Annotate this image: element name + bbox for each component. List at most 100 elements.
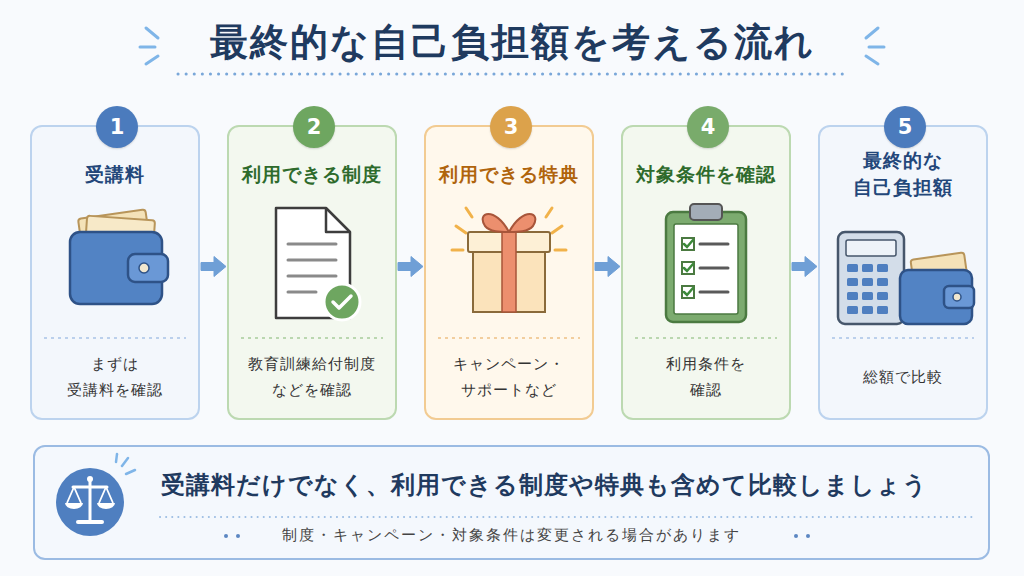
check-mark: [684, 264, 693, 271]
document-fold: [326, 208, 350, 232]
scale-pan: [97, 503, 115, 509]
calculator-key: [847, 278, 858, 286]
step-number: 3: [490, 106, 532, 148]
step-heading: 利用できる特典: [434, 151, 584, 197]
sparkle-stroke: [456, 226, 466, 233]
step-description: 総額で比較: [843, 345, 963, 409]
sparkle-stroke: [126, 470, 135, 474]
step-box: 受講料まずは 受講料を確認1: [30, 125, 200, 420]
sparkle-stroke: [555, 249, 566, 252]
summary-text: 受講料だけでなく、利用できる制度や特典も含めて比較しましょう: [161, 465, 976, 505]
clipboard-board: [666, 212, 746, 322]
calculator-key: [862, 278, 873, 286]
calculator-key: [862, 292, 873, 300]
checkbox: [682, 262, 694, 274]
sparkle-stroke: [146, 56, 158, 64]
sparkle-stroke: [140, 46, 155, 49]
title: 最終的な自己負担額を考える流れ: [0, 14, 1024, 70]
sparkle-stroke: [869, 46, 884, 49]
scale-pan: [65, 503, 83, 509]
step-box: 利用できる制度教育訓練給付制度 などを確認2: [227, 125, 397, 420]
sparkle-stroke: [116, 454, 117, 462]
checkbox: [682, 238, 694, 250]
step-number-circle: 1: [96, 106, 138, 148]
step-description: 教育訓練給付制度 などを確認: [245, 345, 380, 409]
document-line: [288, 259, 336, 262]
clipboard-clip: [690, 204, 722, 220]
dotted-divider: [160, 516, 975, 518]
check-mark: [684, 240, 693, 247]
dashed-separator: [44, 337, 186, 339]
step-heading: 対象条件を確認: [631, 151, 781, 197]
check-badge: [324, 284, 360, 320]
document-line: [288, 291, 316, 294]
flow-arrow: [595, 257, 620, 277]
wallet-body: [70, 232, 162, 304]
dashed-separator: [241, 337, 383, 339]
scale-post: [89, 480, 92, 520]
banknote: [85, 216, 155, 253]
dashed-separator: [832, 337, 974, 339]
step-number: 4: [687, 106, 729, 148]
clipboard-paper: [674, 224, 738, 314]
flow-arrow: [201, 257, 226, 277]
document-sheet: [276, 208, 350, 318]
list-line: [700, 267, 728, 270]
sparkle-stroke: [146, 28, 158, 38]
step-heading: 受講料: [40, 151, 190, 197]
gift-bow: [483, 214, 509, 232]
check-mark: [333, 296, 351, 308]
calculator-key: [877, 306, 888, 314]
flow-arrow: [792, 257, 817, 277]
note-dot: [794, 534, 798, 538]
calculator-key: [877, 278, 888, 286]
sparkle-stroke: [122, 458, 128, 466]
gift-lid: [468, 232, 550, 252]
note-dot: [224, 534, 228, 538]
note-dot: [806, 534, 810, 538]
scale-badge: [56, 468, 124, 536]
wallet-button: [139, 263, 149, 273]
wallet-button: [953, 293, 961, 301]
banknote: [78, 209, 150, 252]
step-number: 5: [884, 106, 926, 148]
calculator-key: [862, 264, 873, 272]
calculator-body: [838, 232, 904, 324]
dashed-separator: [438, 337, 580, 339]
scale-knob: [87, 476, 93, 482]
calculator-key: [862, 306, 873, 314]
document-line: [288, 275, 336, 278]
step-heading: 最終的な 自己負担額: [853, 151, 953, 197]
step-description: キャンペーン・ サポートなど: [448, 345, 570, 409]
step-heading: 利用できる制度: [237, 151, 387, 197]
sparkle-stroke: [452, 249, 463, 252]
document-line: [288, 243, 336, 246]
step-description: 利用条件を 確認: [656, 345, 756, 409]
note-dot: [236, 534, 240, 538]
title-underline: [178, 73, 848, 76]
calculator-key: [877, 264, 888, 272]
sparkle-stroke: [552, 226, 562, 233]
step-number-circle: 3: [490, 106, 532, 148]
scale-base: [78, 520, 102, 524]
sparkle-stroke: [866, 56, 878, 64]
sparkle-stroke: [866, 28, 878, 38]
gift-bow: [509, 214, 535, 232]
check-mark: [684, 288, 693, 295]
step-number-circle: 5: [884, 106, 926, 148]
step-box: 対象条件を確認利用条件を 確認4: [621, 125, 791, 420]
scale-hanger: [67, 487, 81, 503]
wallet-flap: [944, 286, 974, 308]
step-number-circle: 2: [293, 106, 335, 148]
step-number: 1: [96, 106, 138, 148]
gift-box: [473, 252, 545, 312]
wallet-body: [900, 270, 972, 324]
flow-arrow: [398, 257, 423, 277]
list-line: [700, 243, 728, 246]
step-box: 最終的な 自己負担額総額で比較5: [818, 125, 988, 420]
wallet-flap: [128, 254, 168, 282]
scale-hanger: [99, 487, 113, 503]
